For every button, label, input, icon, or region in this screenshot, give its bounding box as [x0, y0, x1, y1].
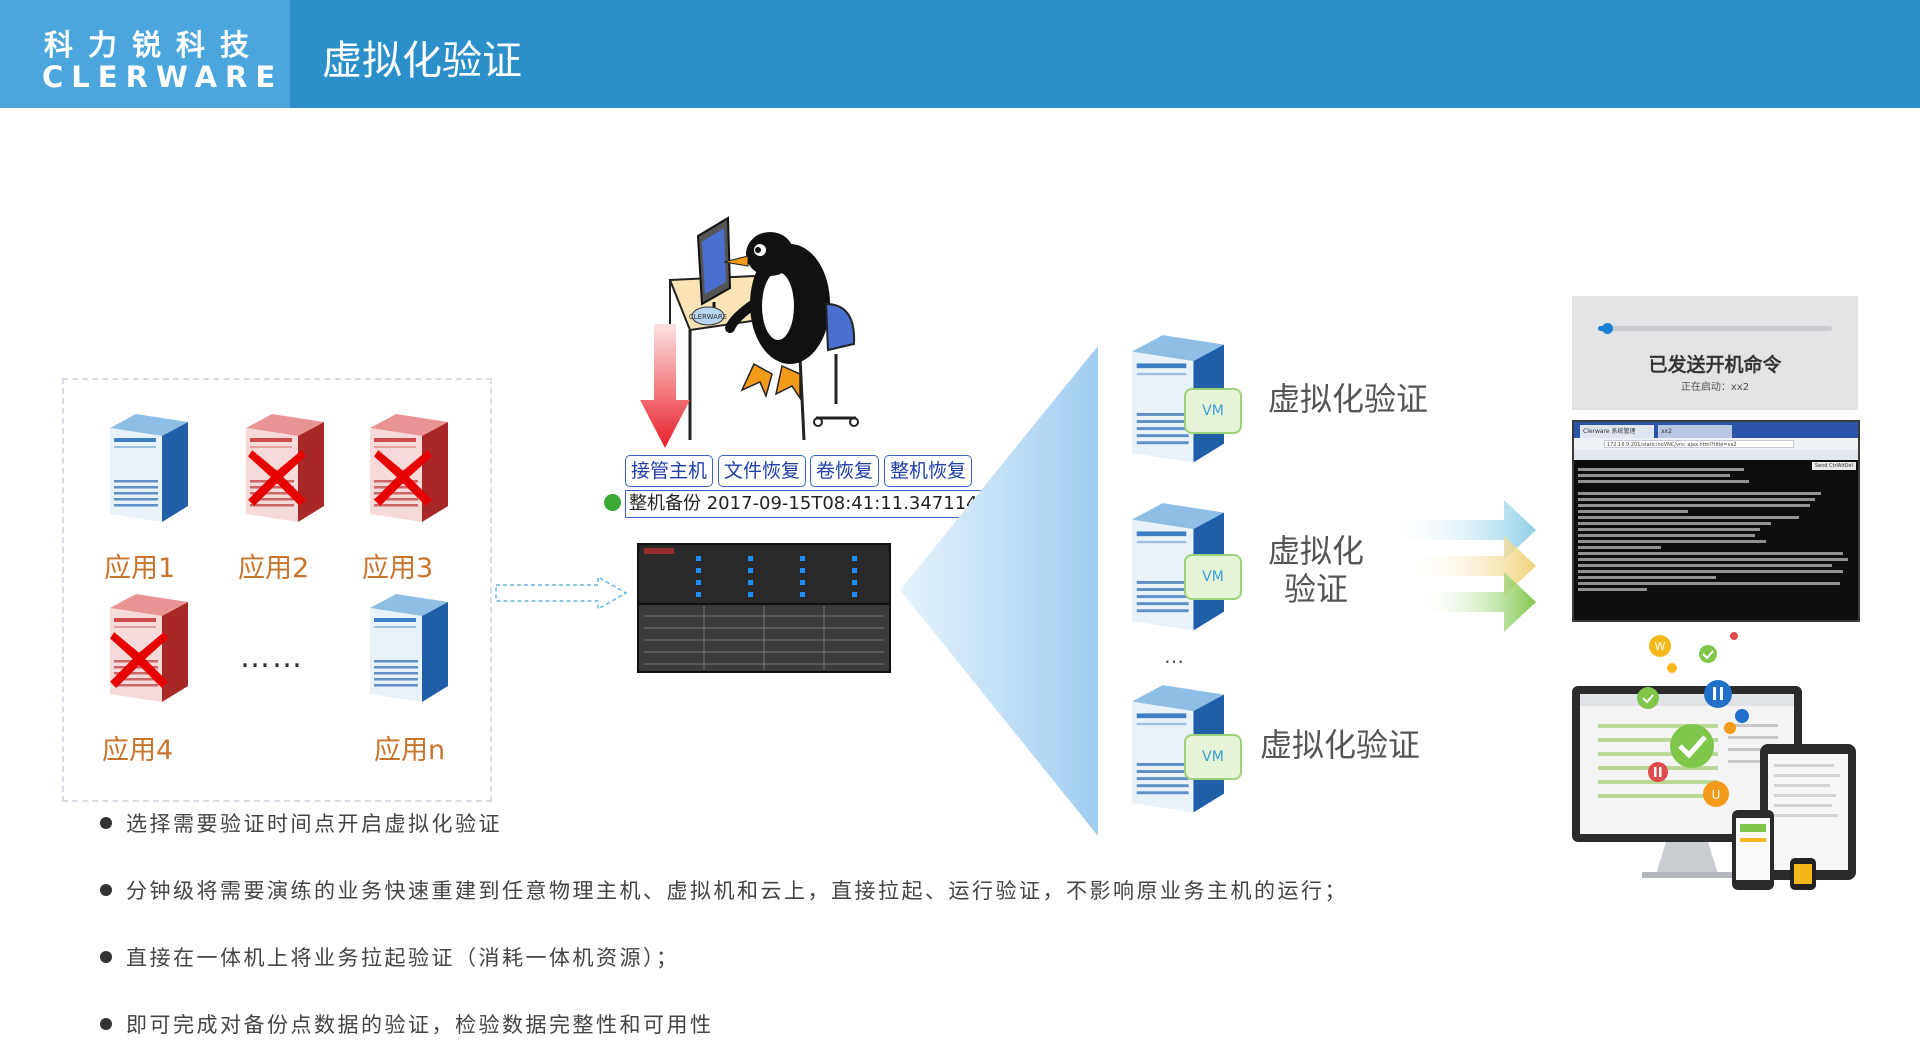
- boot-command-dialog: 已发送开机命令 正在启动：xx2: [1572, 296, 1858, 410]
- vm-validate-label: 虚拟化 验证: [1267, 532, 1364, 608]
- penguin-operator-icon: CLERWARE: [668, 216, 859, 440]
- full-restore-button[interactable]: 整机恢复: [884, 455, 973, 487]
- page-title: 虚拟化验证: [322, 38, 522, 84]
- browser-url-input[interactable]: 172.16.9.201/static/noVNC/vnc_ajax.html?…: [1604, 440, 1794, 448]
- bullet-text: 分钟级将需要演练的业务快速重建到任意物理主机、虚拟机和云上，直接拉起、运行验证，…: [126, 879, 1348, 903]
- red-down-arrow-icon: [640, 324, 690, 448]
- logo-en-text: CLERWARE: [42, 60, 284, 94]
- file-restore-button[interactable]: 文件恢复: [718, 455, 807, 487]
- bullet-text: 选择需要验证时间点开启虚拟化验证: [126, 812, 502, 836]
- vm-badge-icon: VM: [1184, 388, 1242, 434]
- app-label: 应用3: [362, 553, 434, 584]
- browser-address-bar: 172.16.9.201/static/noVNC/vnc_ajax.html?…: [1574, 438, 1858, 450]
- app-label: 应用2: [238, 553, 310, 584]
- output-arrows-icon: [1386, 500, 1536, 632]
- bullet-marker: [100, 1018, 112, 1030]
- boot-dialog-subtitle: 正在启动：xx2: [1680, 382, 1750, 393]
- fan-out-triangle-icon: [900, 346, 1098, 836]
- send-ctrl-alt-del-button[interactable]: Send CtrlAltDel: [1811, 462, 1856, 470]
- fail-x-icon: [246, 446, 308, 508]
- more-vms-ellipsis: …: [1164, 644, 1184, 668]
- bullet-text: 直接在一体机上将业务拉起验证（消耗一体机资源）；: [126, 946, 680, 970]
- server-ok-icon: [370, 590, 448, 708]
- multi-device-dashboard-icon: W U: [1572, 632, 1856, 890]
- bullet-text: 即可完成对备份点数据的验证，检验数据完整性和可用性: [126, 1013, 714, 1037]
- more-apps-ellipsis: ……: [240, 640, 304, 675]
- boot-dialog-title: 已发送开机命令: [1648, 354, 1782, 376]
- status-ok-icon: [604, 494, 621, 511]
- vm-badge-icon: VM: [1184, 734, 1242, 780]
- bullet-marker: [100, 951, 112, 963]
- vm-validate-label: 虚拟化验证: [1260, 726, 1421, 764]
- browser-tab[interactable]: xx2: [1658, 425, 1732, 438]
- app-label: 应用1: [104, 553, 176, 584]
- takeover-host-button[interactable]: 接管主机: [625, 455, 714, 487]
- boot-progress-bar: [1598, 323, 1832, 334]
- vm-badge-icon: VM: [1184, 554, 1242, 600]
- svg-text:W: W: [1655, 640, 1666, 653]
- app-label: 应用4: [102, 735, 174, 766]
- fail-x-icon: [372, 446, 434, 508]
- server-ok-icon: [110, 410, 188, 528]
- boot-progress-knob: [1602, 323, 1614, 334]
- flow-arrow-icon: [495, 575, 628, 611]
- svg-text:U: U: [1712, 788, 1721, 802]
- logo-cn-text: 科力锐科技: [44, 28, 265, 62]
- laptop-sticker-text: CLERWARE: [689, 313, 727, 321]
- bullet-marker: [100, 817, 112, 829]
- volume-restore-button[interactable]: 卷恢复: [810, 455, 880, 487]
- logo: [0, 0, 290, 108]
- vm-validate-label: 虚拟化验证: [1268, 380, 1429, 418]
- storage-array-icon: [637, 543, 891, 673]
- app-label: 应用n: [374, 735, 446, 766]
- header-bar: [0, 0, 1920, 108]
- application-panel: [62, 378, 492, 802]
- browser-tab[interactable]: Clerware 系统管理: [1580, 425, 1654, 438]
- browser-bookmarks-bar: [1574, 450, 1858, 460]
- vnc-console-window: Clerware 系统管理 xx2 172.16.9.201/static/no…: [1572, 420, 1860, 622]
- bullet-marker: [100, 884, 112, 896]
- console-output: [1578, 468, 1854, 594]
- fail-x-icon: [108, 628, 170, 690]
